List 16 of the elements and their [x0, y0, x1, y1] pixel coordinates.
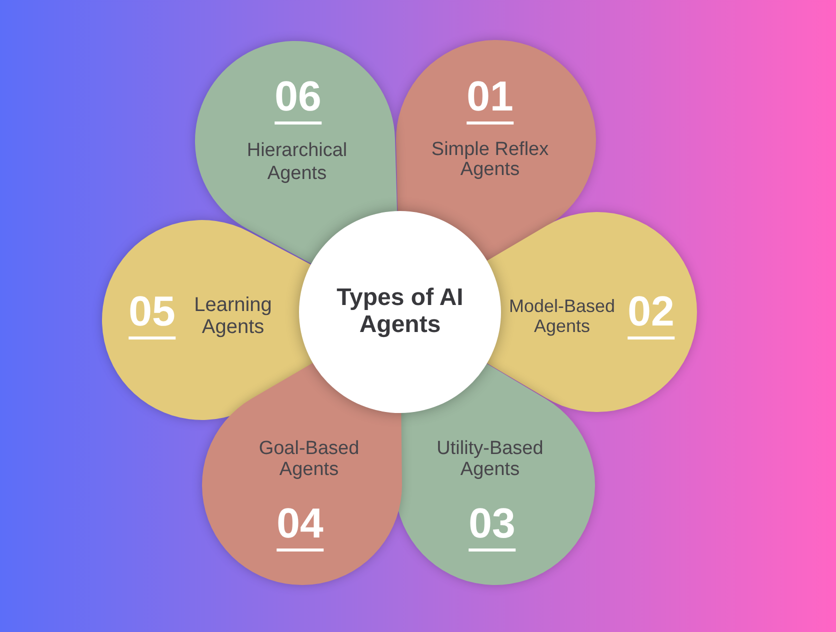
agent-type-label: Learning Agents	[194, 294, 272, 338]
step-number: 06	[274, 76, 322, 124]
agent-type-label: Simple Reflex Agents	[430, 140, 550, 180]
step-number: 02	[628, 290, 674, 340]
center-title: Types of AI Agents	[336, 284, 464, 338]
agent-type-label: Goal-Based Agents	[258, 438, 360, 480]
petal-shape	[195, 41, 398, 264]
petal-shape	[102, 220, 315, 420]
step-number: 03	[468, 502, 516, 552]
petal-shape	[487, 212, 697, 412]
agent-type-label: Hierarchical Agents	[246, 139, 348, 185]
step-number: 04	[276, 502, 324, 552]
step-number: 05	[128, 290, 176, 340]
agent-type-label: Utility-Based Agents	[436, 438, 544, 480]
step-number: 01	[466, 76, 514, 124]
agent-type-label: Model-Based Agents	[508, 296, 616, 336]
